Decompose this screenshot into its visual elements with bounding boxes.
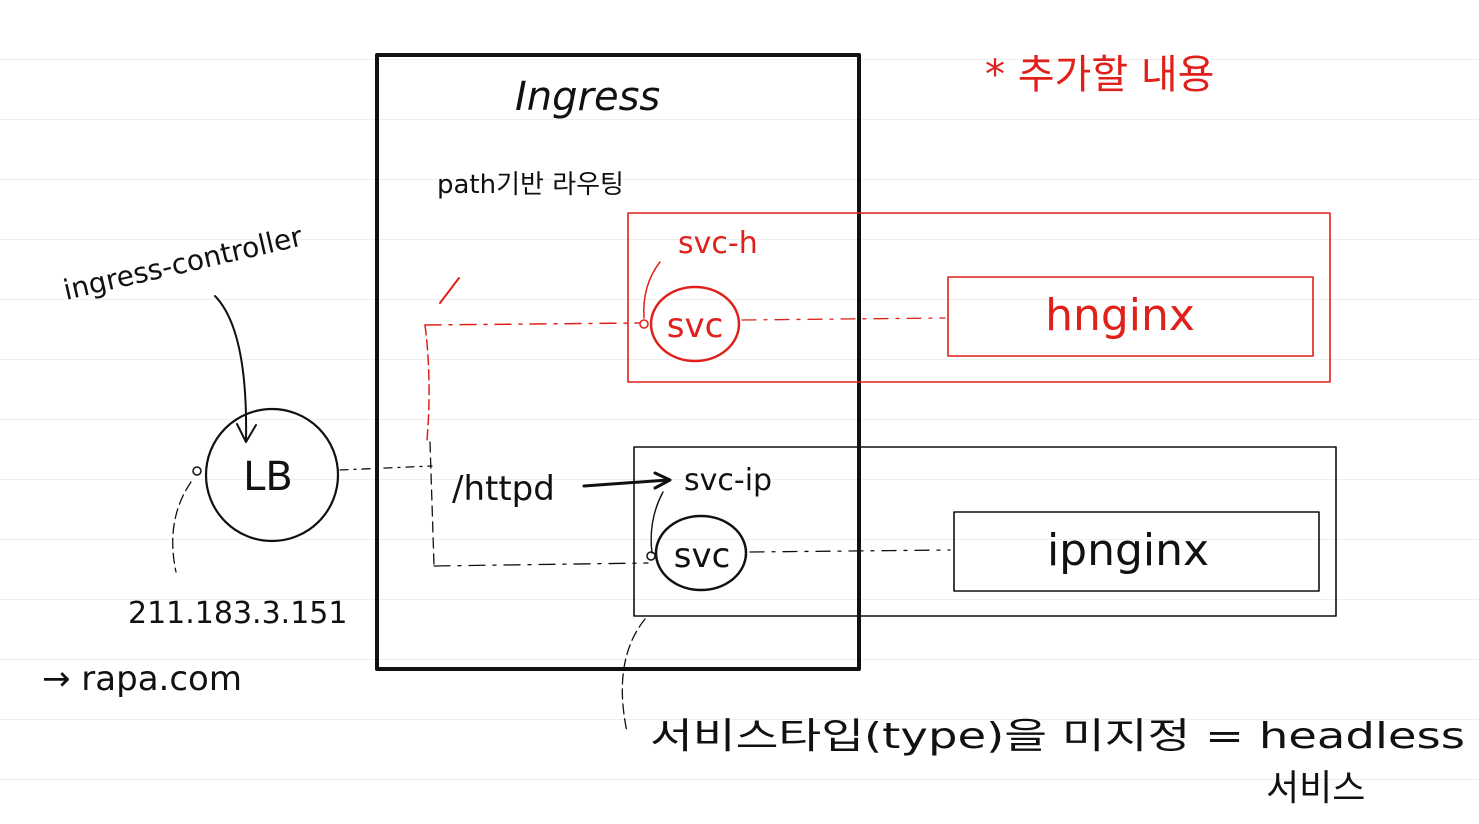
- svc-ip-node-label: svc: [674, 536, 731, 576]
- controller-arrow: [214, 295, 248, 441]
- ipnginx-box: [953, 511, 1320, 592]
- svc-h-connector: [643, 261, 661, 319]
- note-title: * 추가할 내용: [985, 52, 1214, 98]
- svc-h-node-label: svc: [667, 306, 724, 346]
- headless-connector: [621, 618, 646, 733]
- lb-node: [204, 407, 340, 543]
- httpd-path-label: /httpd: [452, 469, 555, 509]
- controller-arrowhead: [236, 423, 257, 443]
- controller-label: ingress-controller: [60, 220, 306, 307]
- svc-h-to-hnginx-line: [741, 317, 946, 321]
- svc-h-label: svc-h: [678, 226, 758, 261]
- httpd-arrow: [582, 478, 670, 488]
- ingress-box: [375, 53, 861, 671]
- red-tick: [439, 277, 460, 304]
- routing-trunk-lower: [429, 441, 435, 566]
- lb-ip: 211.183.3.151: [128, 596, 347, 631]
- hnginx-box: [947, 276, 1314, 357]
- svc-ip-label: svc-ip: [684, 463, 772, 498]
- route-to-svc-h: [424, 322, 641, 326]
- routing-trunk: [424, 324, 430, 441]
- svc-ip-box: [633, 446, 1337, 617]
- hnginx-label: hnginx: [1045, 290, 1195, 341]
- headless-note-line2: 서비스: [1266, 768, 1365, 809]
- svc-ip-node: [654, 514, 748, 592]
- svc-ip-connector: [650, 491, 664, 554]
- routing-label: path기반 라우팅: [437, 170, 624, 200]
- svc-ip-to-ipnginx-line: [749, 549, 951, 553]
- svc-ip-port: [646, 551, 656, 561]
- lb-ip-connector: [172, 481, 192, 573]
- ingress-title: Ingress: [515, 74, 660, 120]
- lb-port: [192, 466, 202, 476]
- headless-note-line1: 서비스타입(type)을 미지정 = headless: [650, 716, 1465, 757]
- svc-h-node: [649, 285, 741, 363]
- svc-h-port: [639, 319, 649, 329]
- lb-to-ingress-line: [339, 465, 433, 471]
- httpd-arrowhead: [653, 471, 672, 490]
- route-to-svc-ip: [433, 562, 649, 567]
- svc-h-box: [627, 212, 1331, 383]
- lb-domain: → rapa.com: [42, 659, 242, 699]
- lb-label: LB: [243, 454, 293, 500]
- ipnginx-label: ipnginx: [1047, 525, 1209, 576]
